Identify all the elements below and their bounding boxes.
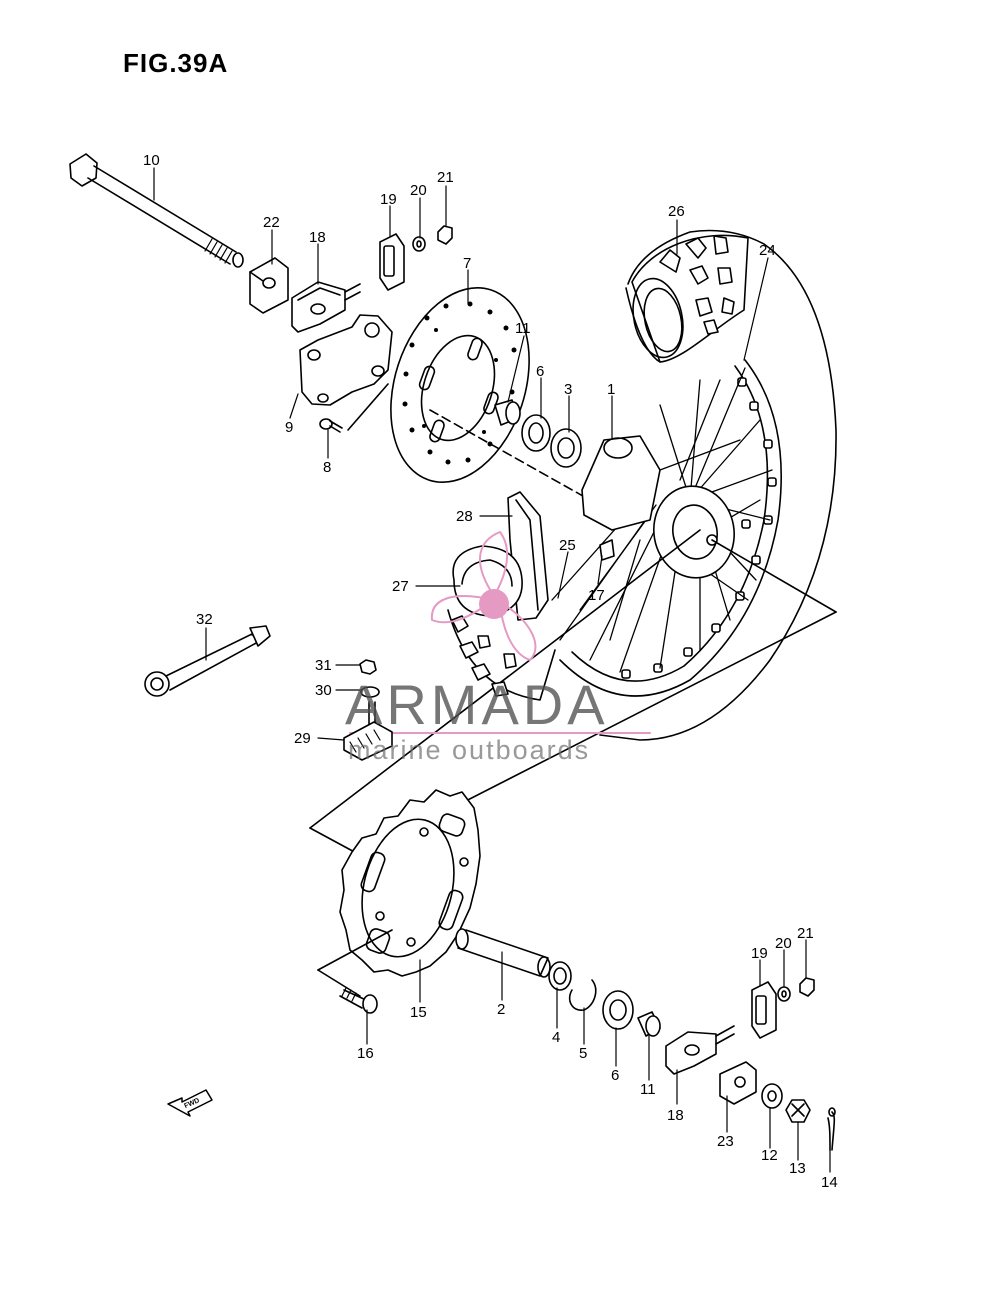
leader-line xyxy=(711,539,837,613)
callout-20-lower: 20 xyxy=(775,935,792,952)
watermark-tagline: marine outboards xyxy=(348,735,591,765)
callout-25: 25 xyxy=(559,537,576,554)
wheel-bearing-left xyxy=(521,414,551,452)
callout-22: 22 xyxy=(263,214,280,231)
callout-20: 20 xyxy=(410,182,427,199)
callout-11-lower: 11 xyxy=(640,1081,656,1098)
watermark-logo xyxy=(349,531,651,734)
rear-sprocket xyxy=(339,789,481,977)
callout-9: 9 xyxy=(285,419,293,436)
circlip xyxy=(568,979,597,1011)
callout-30: 30 xyxy=(315,682,332,699)
rim-lock xyxy=(343,701,393,761)
fwd-arrow-icon: FWD xyxy=(167,1089,213,1117)
adjuster-block-upper xyxy=(379,233,405,291)
callout-15: 15 xyxy=(410,1004,427,1021)
adjuster-nut-upper xyxy=(437,225,453,245)
hub-spacer-tube xyxy=(455,928,551,978)
callout-23: 23 xyxy=(717,1133,734,1150)
leader-line xyxy=(317,929,393,971)
hub-spacer xyxy=(494,399,521,426)
callout-31: 31 xyxy=(315,657,332,674)
castle-nut xyxy=(785,1099,811,1123)
rear-rim xyxy=(559,359,782,697)
adjuster-washer-lower xyxy=(777,986,791,1002)
callout-12: 12 xyxy=(761,1147,778,1164)
adjuster-washer-upper xyxy=(412,236,426,252)
callout-leaders xyxy=(153,167,831,1173)
brake-disc xyxy=(390,286,530,484)
caliper-bracket xyxy=(299,314,393,431)
callout-labels: 10 22 18 19 20 21 26 24 7 11 6 3 1 9 8 2… xyxy=(143,152,838,1191)
callout-2: 2 xyxy=(497,1001,505,1018)
sprocket-bolt xyxy=(339,987,378,1014)
callout-5: 5 xyxy=(579,1045,587,1062)
callout-21-lower: 21 xyxy=(797,925,814,942)
bearing-6-lower xyxy=(602,990,634,1030)
callout-3: 3 xyxy=(564,381,572,398)
callout-10: 10 xyxy=(143,152,160,169)
spacer-11-lower xyxy=(637,1011,661,1037)
axle-bolt xyxy=(69,153,244,268)
rear-hub xyxy=(581,435,735,579)
figure-title: FIG.39A xyxy=(123,48,229,78)
adjuster-plate-left xyxy=(249,257,289,314)
callout-19: 19 xyxy=(380,191,397,208)
callout-1: 1 xyxy=(607,381,615,398)
adjuster-plate-right xyxy=(719,1061,757,1105)
rim-lock-washer xyxy=(360,686,380,698)
callout-6: 6 xyxy=(536,363,544,380)
callout-24: 24 xyxy=(759,242,776,259)
cotter-pin xyxy=(827,1107,836,1151)
callout-8: 8 xyxy=(323,459,331,476)
watermark-brand: ARMADA xyxy=(345,673,609,736)
adjuster-nut-lower xyxy=(799,977,815,997)
chain-adjuster-left xyxy=(291,281,361,333)
callout-26: 26 xyxy=(668,203,685,220)
leader-line xyxy=(309,827,361,856)
callout-6-lower: 6 xyxy=(611,1067,619,1084)
wheel-bearing-right xyxy=(550,428,582,468)
spoke-wrench-tool xyxy=(144,625,271,697)
bearing-4 xyxy=(548,961,572,991)
leader-line xyxy=(309,529,701,829)
bracket-bolt xyxy=(319,418,343,433)
callout-18: 18 xyxy=(309,229,326,246)
callout-11: 11 xyxy=(515,320,531,337)
callout-7: 7 xyxy=(463,255,471,272)
leader-line xyxy=(317,969,361,997)
callout-27: 27 xyxy=(392,578,409,595)
callout-32: 32 xyxy=(196,611,213,628)
chain-adjuster-right xyxy=(665,1025,735,1075)
callout-29: 29 xyxy=(294,730,311,747)
axle-centerline xyxy=(429,409,591,501)
axle-washer xyxy=(761,1083,783,1109)
adjuster-block-lower xyxy=(751,981,777,1039)
callout-13: 13 xyxy=(789,1160,806,1177)
callout-16: 16 xyxy=(357,1045,374,1062)
rim-lock-nut xyxy=(359,659,377,675)
rear-tire xyxy=(599,229,837,741)
callout-18-lower: 18 xyxy=(667,1107,684,1124)
callout-14: 14 xyxy=(821,1174,838,1191)
callout-19-lower: 19 xyxy=(751,945,768,962)
callout-28: 28 xyxy=(456,508,473,525)
callout-21: 21 xyxy=(437,169,454,186)
callout-4: 4 xyxy=(552,1029,560,1046)
callout-17: 17 xyxy=(588,587,605,604)
